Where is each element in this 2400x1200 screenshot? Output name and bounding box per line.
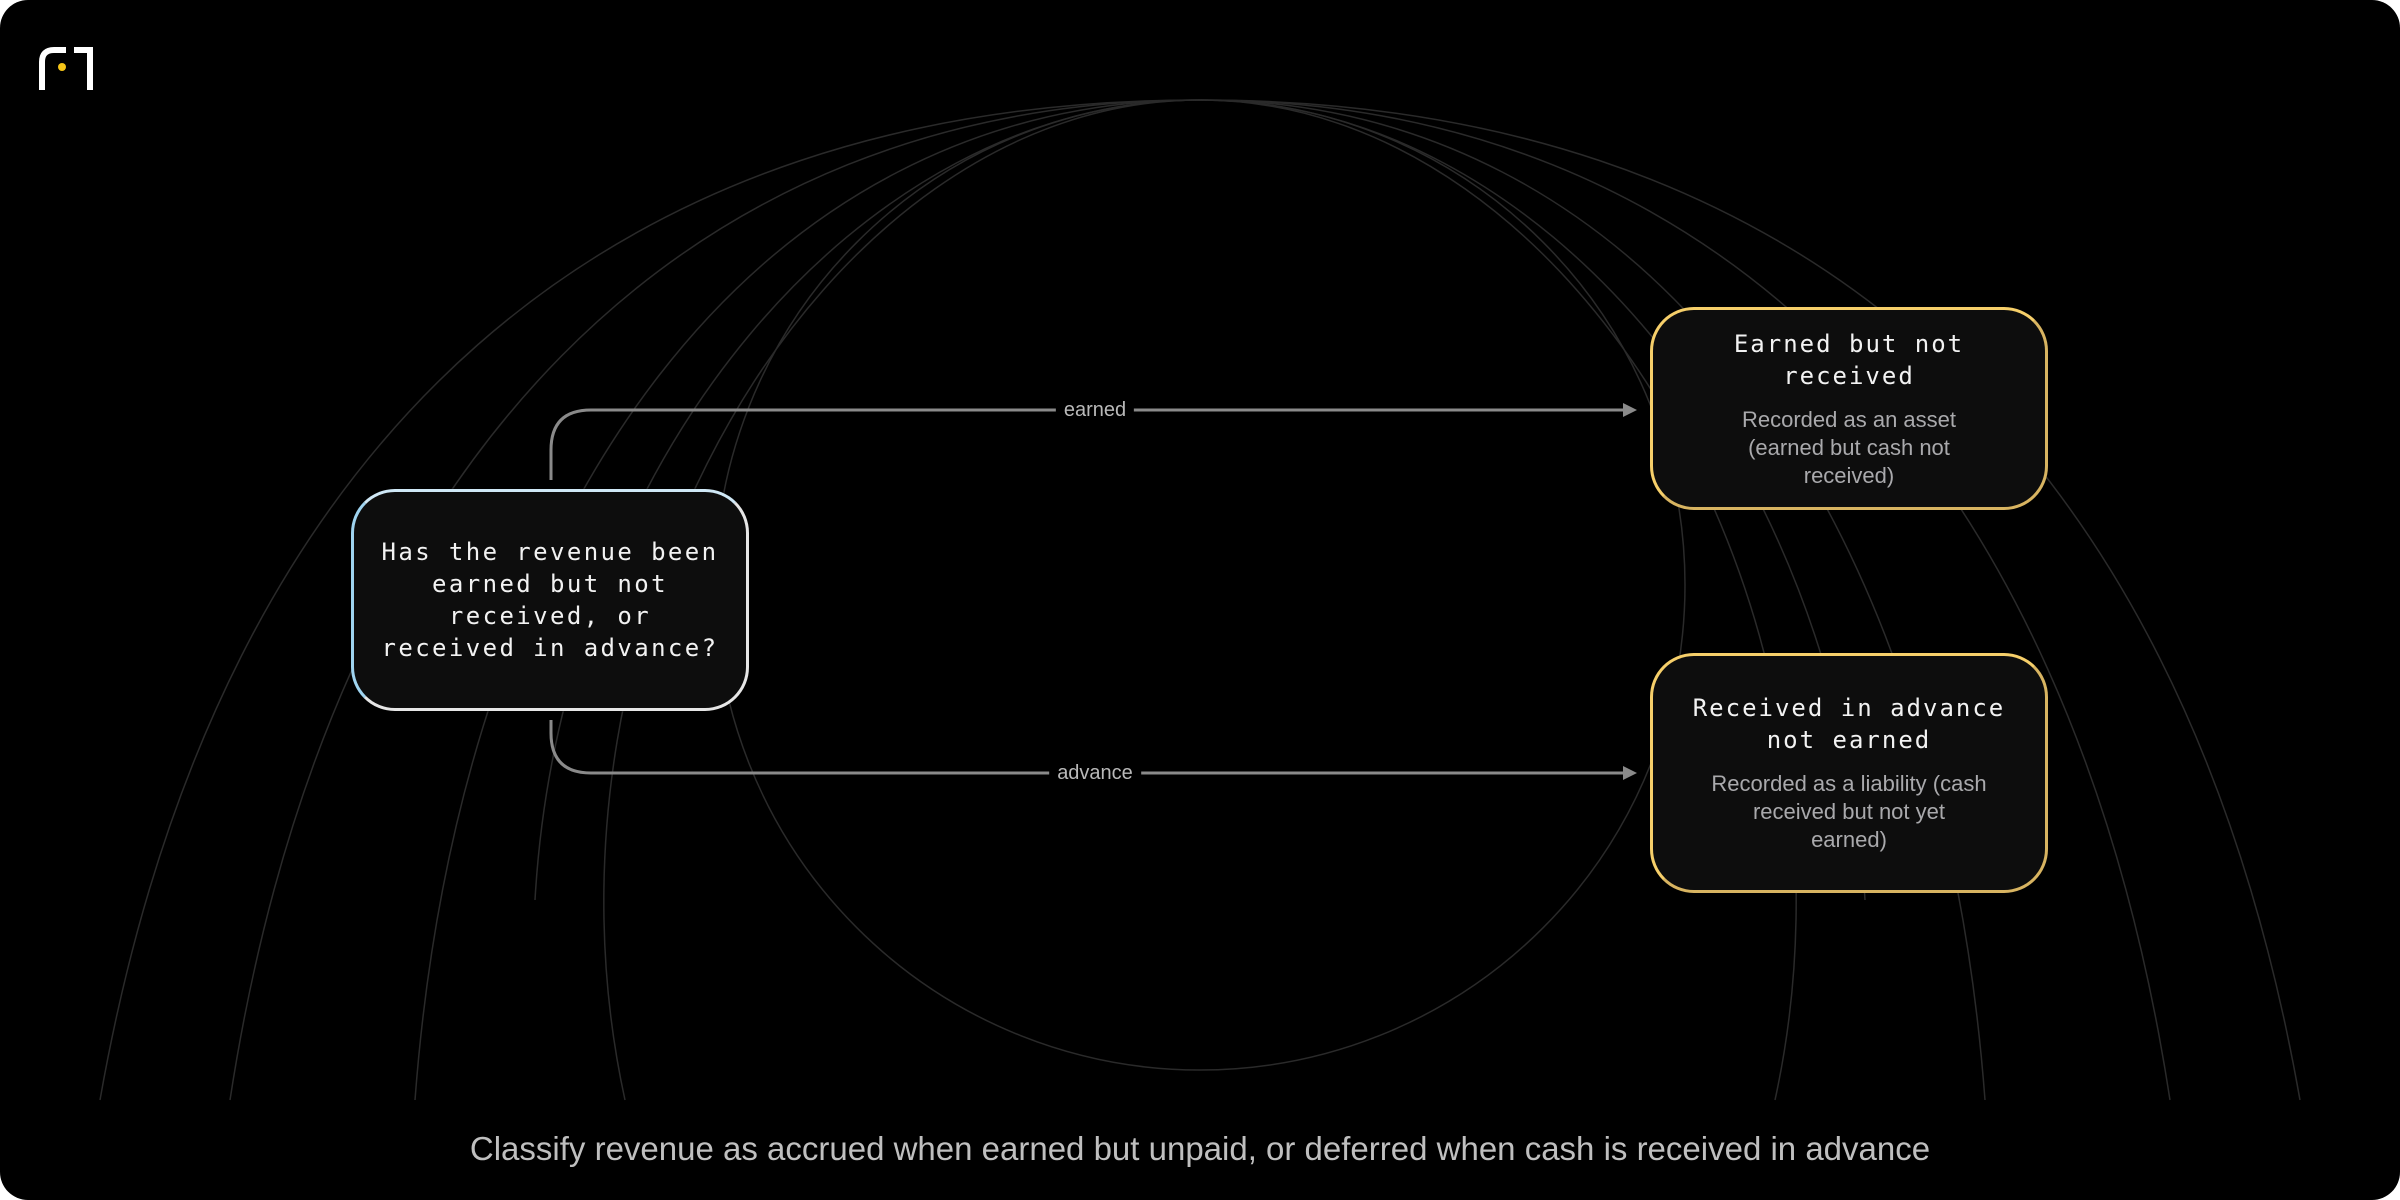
brand-logo-icon bbox=[39, 47, 93, 90]
outcome-title: Earned but not received bbox=[1733, 329, 1965, 390]
decision-question-text: Has the revenue been earned but not rece… bbox=[381, 538, 719, 662]
outcome-node-earned: Earned but not received Recorded as an a… bbox=[1650, 307, 2048, 510]
outcome-node-advance: Received in advance not earned Recorded … bbox=[1650, 653, 2048, 893]
diagram-caption: Classify revenue as accrued when earned … bbox=[469, 1130, 1931, 1167]
decision-node: Has the revenue been earned but not rece… bbox=[351, 489, 749, 711]
outcome-description: Recorded as an asset (earned but cash no… bbox=[1741, 406, 1957, 488]
outcome-description: Recorded as a liability (cash received b… bbox=[1711, 771, 1987, 852]
outcome-title: Received in advance not earned bbox=[1692, 694, 2006, 754]
edge-label-advance: advance bbox=[1049, 761, 1141, 785]
edge-label-earned: earned bbox=[1055, 398, 1135, 422]
